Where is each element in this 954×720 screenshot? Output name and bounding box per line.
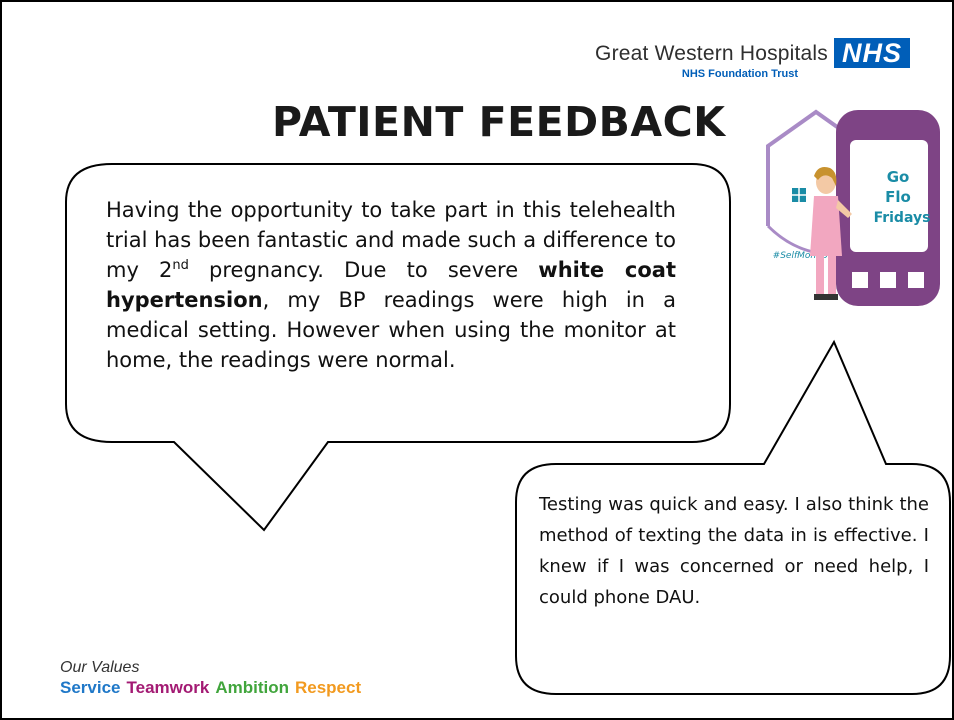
quote1-emphasis: white coat hypertension bbox=[106, 258, 676, 312]
campaign-line2: Flo bbox=[885, 188, 911, 206]
org-header: Great Western Hospitals NHS Foundation T… bbox=[595, 42, 828, 80]
quote1-ordinal: nd bbox=[172, 258, 189, 273]
page-title: PATIENT FEEDBACK bbox=[272, 98, 726, 146]
campaign-line3: Fridays bbox=[874, 210, 931, 226]
feedback-quote-1: Having the opportunity to take part in t… bbox=[106, 195, 676, 375]
org-subtitle: NHS Foundation Trust bbox=[681, 68, 798, 80]
value-respect: Respect bbox=[294, 678, 362, 697]
values-footer: Our Values Service Teamwork Ambition Respec… bbox=[60, 659, 367, 698]
nurse-figure-icon bbox=[810, 167, 852, 300]
value-service: Service bbox=[60, 678, 121, 697]
go-flo-fridays-logo: Go Flo Fridays #SelfMonitor bbox=[766, 109, 940, 306]
value-teamwork: Teamwork bbox=[126, 678, 210, 697]
quote1-text-a: Having the opportunity to take part in t… bbox=[106, 198, 676, 282]
speech-bubble-2 bbox=[515, 339, 951, 695]
campaign-line1: Go bbox=[887, 168, 910, 186]
speech-bubble-1 bbox=[65, 163, 731, 532]
value-ambition: Ambition bbox=[215, 678, 289, 697]
values-list: Service Teamwork Ambition Respect bbox=[60, 678, 367, 698]
values-heading: Our Values bbox=[60, 659, 140, 676]
feedback-quote-2: Testing was quick and easy. I also think… bbox=[539, 494, 929, 608]
quote1-text-b: pregnancy. Due to severe bbox=[188, 258, 539, 282]
quote1-text-c: , my BP readings were high in a medical … bbox=[106, 288, 676, 372]
nhs-logo: NHS bbox=[834, 38, 910, 68]
org-name: Great Western Hospitals bbox=[595, 42, 828, 65]
campaign-hashtag: #SelfMonitor bbox=[773, 251, 833, 261]
